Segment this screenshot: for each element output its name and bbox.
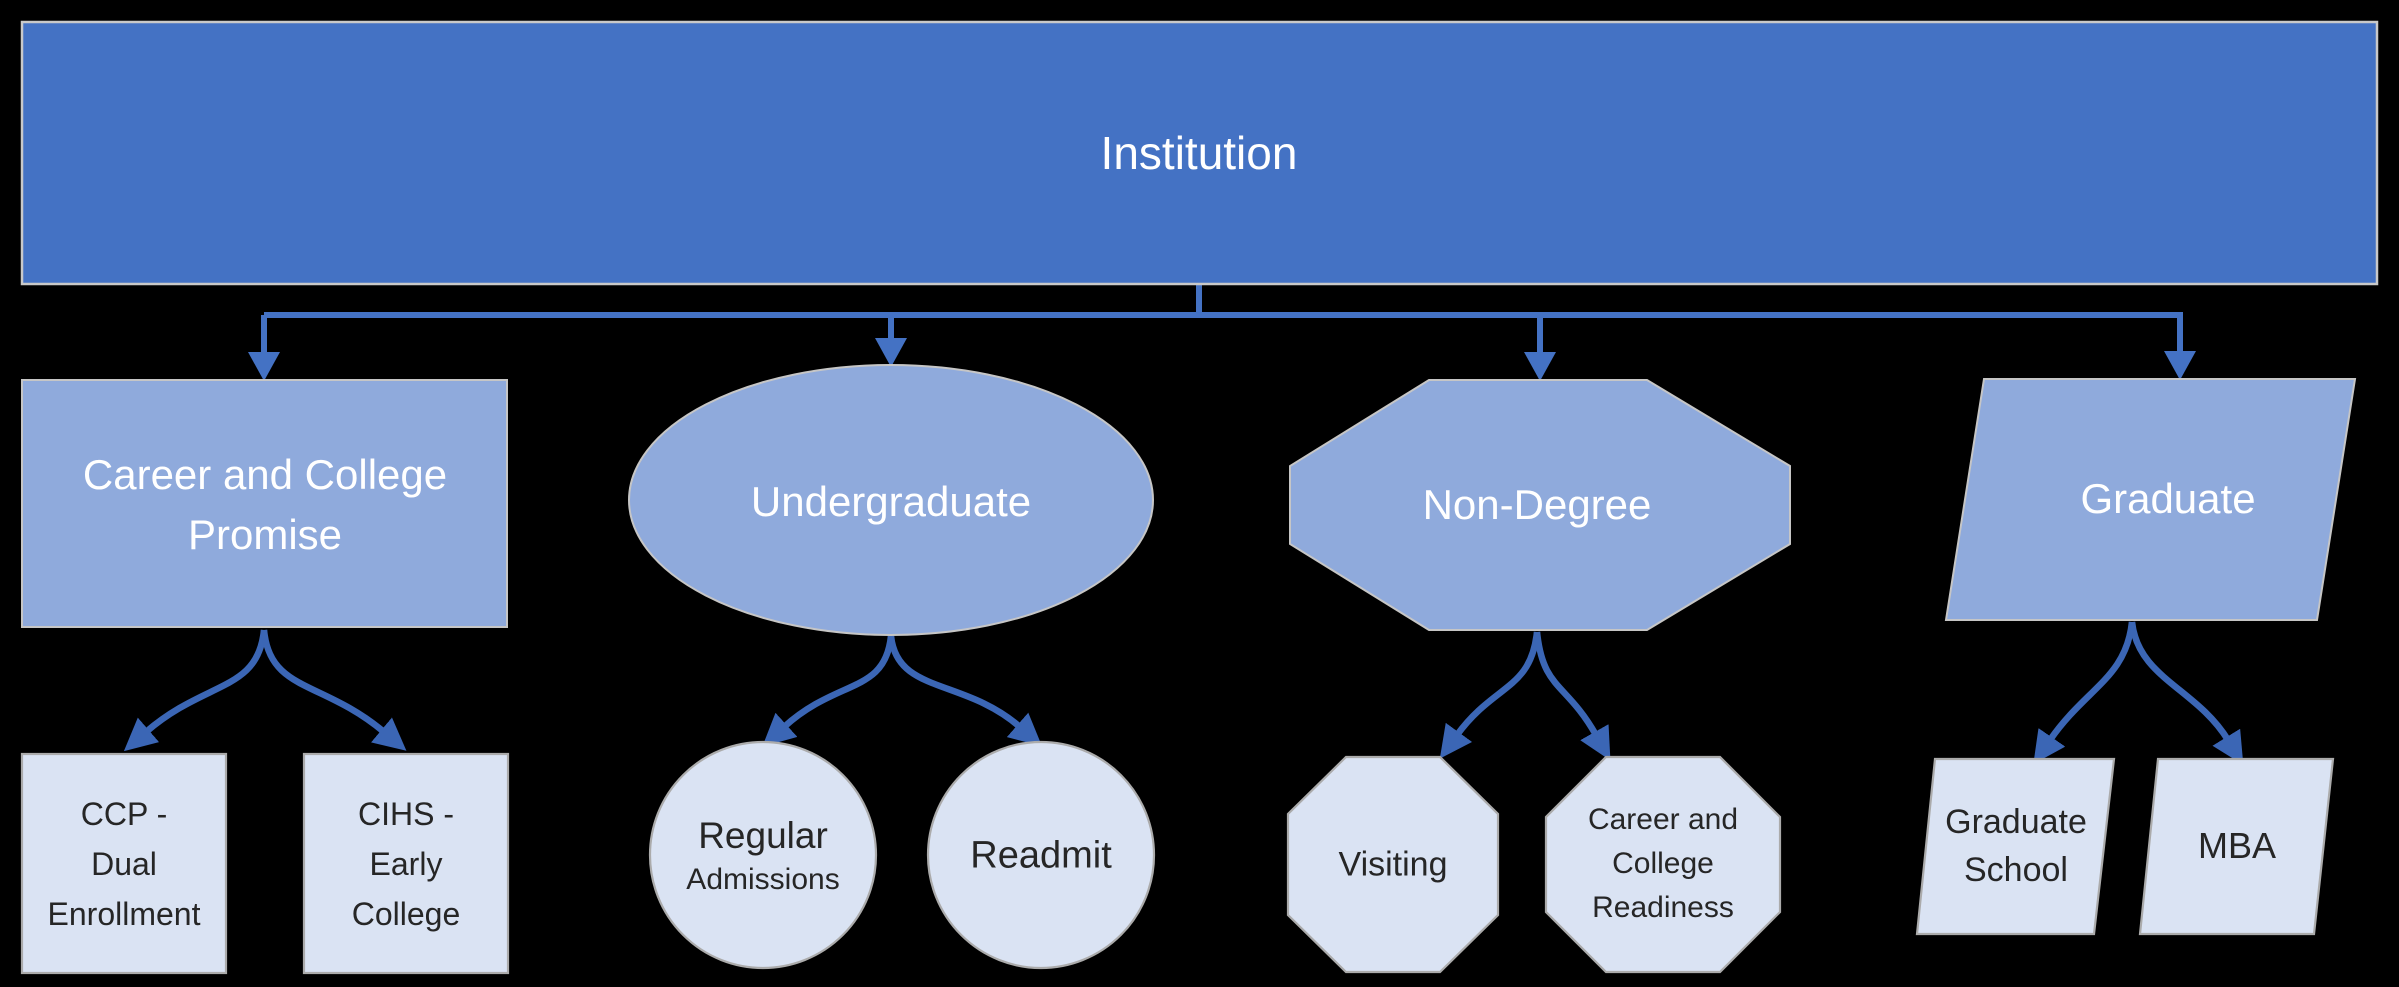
node-shape-institution [20, 20, 2379, 286]
label-line: Dual [91, 846, 157, 882]
node-label-institution: Institution [1100, 127, 1298, 179]
curve-ccp-to-dual-enrollment [123, 629, 268, 752]
curve-ccp-to-cihs [260, 629, 407, 751]
label-line: College [351, 896, 461, 932]
node-label-career-college-readiness: Career and College Readiness [1588, 798, 1738, 930]
label-line: Enrollment [47, 896, 201, 932]
label-line: Readiness [1592, 891, 1734, 924]
curved-connectors [123, 621, 2244, 765]
connector-tree [248, 284, 2196, 381]
node-shape-career-college-promise [21, 379, 508, 628]
node-shape-undergraduate [628, 364, 1154, 636]
curve-graduate-to-mba [2128, 621, 2244, 765]
label-line: Career and College [82, 451, 448, 498]
label-line: CCP - [80, 796, 168, 832]
node-shape-mba [2138, 757, 2335, 936]
node-label-cihs-early-college: CIHS - Early College [352, 789, 461, 939]
curve-undergraduate-to-readmit [887, 635, 1043, 747]
node-shape-career-college-readiness [1544, 755, 1782, 974]
node-shape-non-degree [1289, 379, 1791, 631]
label-line: Regular [698, 815, 828, 856]
label-line: Graduate [1945, 803, 2087, 841]
node-shape-visiting [1286, 755, 1500, 974]
arrowhead-drop-ccp [248, 352, 280, 381]
node-label-career-college-promise: Career and College Promise [83, 445, 447, 565]
node-label-undergraduate: Undergraduate [750, 478, 1032, 525]
label-line: Admissions [686, 863, 840, 896]
node-label-readmit: Readmit [970, 834, 1112, 877]
curve-non-degree-to-readiness [1533, 631, 1611, 761]
curve-undergraduate-to-regular [762, 635, 895, 747]
curve-graduate-to-graduate-school [2033, 621, 2136, 765]
node-shape-graduate [1944, 378, 2357, 621]
arrowhead-drop-graduate [2164, 351, 2196, 380]
label-line: College [1612, 847, 1714, 880]
node-shape-graduate-school [1915, 757, 2116, 936]
node-shape-cihs-early-college [302, 752, 510, 975]
node-label-ccp-dual-enrollment: CCP - Dual Enrollment [48, 789, 201, 939]
label-line: Early [369, 846, 443, 882]
label-line: School [1964, 851, 2068, 889]
node-label-mba: MBA [2197, 825, 2277, 866]
label-line: Career and [1587, 803, 1739, 836]
label-line: Promise [187, 511, 343, 558]
node-label-graduate-school: Graduate School [1945, 798, 2087, 894]
node-label-non-degree: Non-Degree [1422, 481, 1652, 528]
node-label-regular-admissions: Regular Admissions [686, 814, 839, 902]
node-label-visiting: Visiting [1338, 845, 1448, 884]
node-shape-ccp-dual-enrollment [20, 752, 228, 975]
curve-non-degree-to-visiting [1439, 631, 1541, 759]
arrowhead-drop-undergraduate [875, 338, 907, 367]
node-shape-readmit [926, 740, 1156, 970]
label-line: CIHS - [357, 796, 454, 832]
node-shape-regular-admissions [648, 740, 878, 970]
arrowhead-drop-non-degree [1524, 352, 1556, 381]
node-label-graduate: Graduate [2080, 475, 2256, 522]
